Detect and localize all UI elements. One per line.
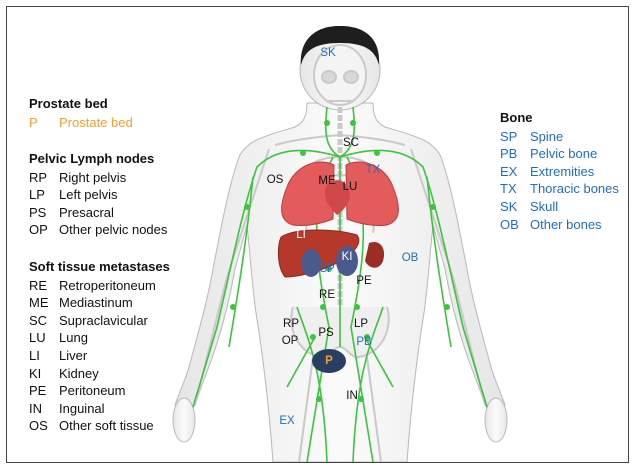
label-os: OS — [267, 174, 284, 186]
label-ps: PS — [318, 327, 333, 339]
legend-label: Peritoneum — [59, 383, 125, 398]
legend-code: RP — [29, 169, 59, 187]
label-ob: OB — [402, 252, 419, 264]
label-sk: SK — [320, 47, 335, 59]
legend-label: Prostate bed — [59, 115, 133, 130]
legend-code: PE — [29, 382, 59, 400]
legend-code: IN — [29, 400, 59, 418]
label-sp: SP — [319, 263, 334, 275]
legend-code: PS — [29, 204, 59, 222]
legend-code: ME — [29, 294, 59, 312]
legend-label: Retroperitoneum — [59, 278, 156, 293]
legend-code: TX — [500, 180, 530, 198]
legend-label: Other soft tissue — [59, 418, 154, 433]
legend-label: Presacral — [59, 205, 114, 220]
label-tx: TX — [366, 164, 381, 176]
legend-code: SK — [500, 198, 530, 216]
legend-code: PB — [500, 145, 530, 163]
label-lu: LU — [343, 181, 358, 193]
label-ki: KI — [342, 251, 353, 263]
legend-code: LI — [29, 347, 59, 365]
label-re: RE — [319, 289, 335, 301]
legend-code: OB — [500, 216, 530, 234]
legend-label: Other pelvic nodes — [59, 222, 167, 237]
legend-heading-prostate-bed: Prostate bed — [29, 95, 133, 113]
legend-code: LU — [29, 329, 59, 347]
legend-code: SP — [500, 128, 530, 146]
label-li: LI — [296, 229, 306, 241]
label-sc: SC — [343, 137, 359, 149]
label-rp: RP — [283, 318, 299, 330]
legend-label: Other bones — [530, 217, 602, 232]
legend-label: Liver — [59, 348, 87, 363]
legend-label: Left pelvis — [59, 187, 118, 202]
legend-label: Lung — [59, 330, 88, 345]
label-me: ME — [318, 175, 335, 187]
label-ex: EX — [279, 415, 294, 427]
legend-heading-soft-tissue: Soft tissue metastases — [29, 258, 170, 276]
legend-code: LP — [29, 186, 59, 204]
legend-label: Supraclavicular — [59, 313, 148, 328]
legend-label: Kidney — [59, 366, 99, 381]
legend-label: Spine — [530, 129, 563, 144]
legend-heading-pelvic-lymph-nodes: Pelvic Lymph nodes — [29, 150, 167, 168]
legend-code: P — [29, 114, 59, 132]
label-pb: PB — [356, 336, 371, 348]
legend-label: Skull — [530, 199, 558, 214]
legend-label: Extremities — [530, 164, 594, 179]
legend-label: Inguinal — [59, 401, 105, 416]
legend-label: Right pelvis — [59, 170, 126, 185]
legend-code: SC — [29, 312, 59, 330]
label-p: P — [325, 355, 333, 367]
legend-code: EX — [500, 163, 530, 181]
legend-code: OS — [29, 417, 59, 435]
label-op: OP — [282, 335, 299, 347]
label-lp: LP — [354, 318, 368, 330]
legend-code: RE — [29, 277, 59, 295]
legend-label: Thoracic bones — [530, 181, 619, 196]
legend-label: Pelvic bone — [530, 146, 597, 161]
legend-code: OP — [29, 221, 59, 239]
label-in: IN — [346, 390, 358, 402]
legend-heading-bone: Bone — [500, 109, 619, 127]
legend-label: Mediastinum — [59, 295, 133, 310]
legend-code: KI — [29, 365, 59, 383]
label-pe: PE — [356, 275, 371, 287]
